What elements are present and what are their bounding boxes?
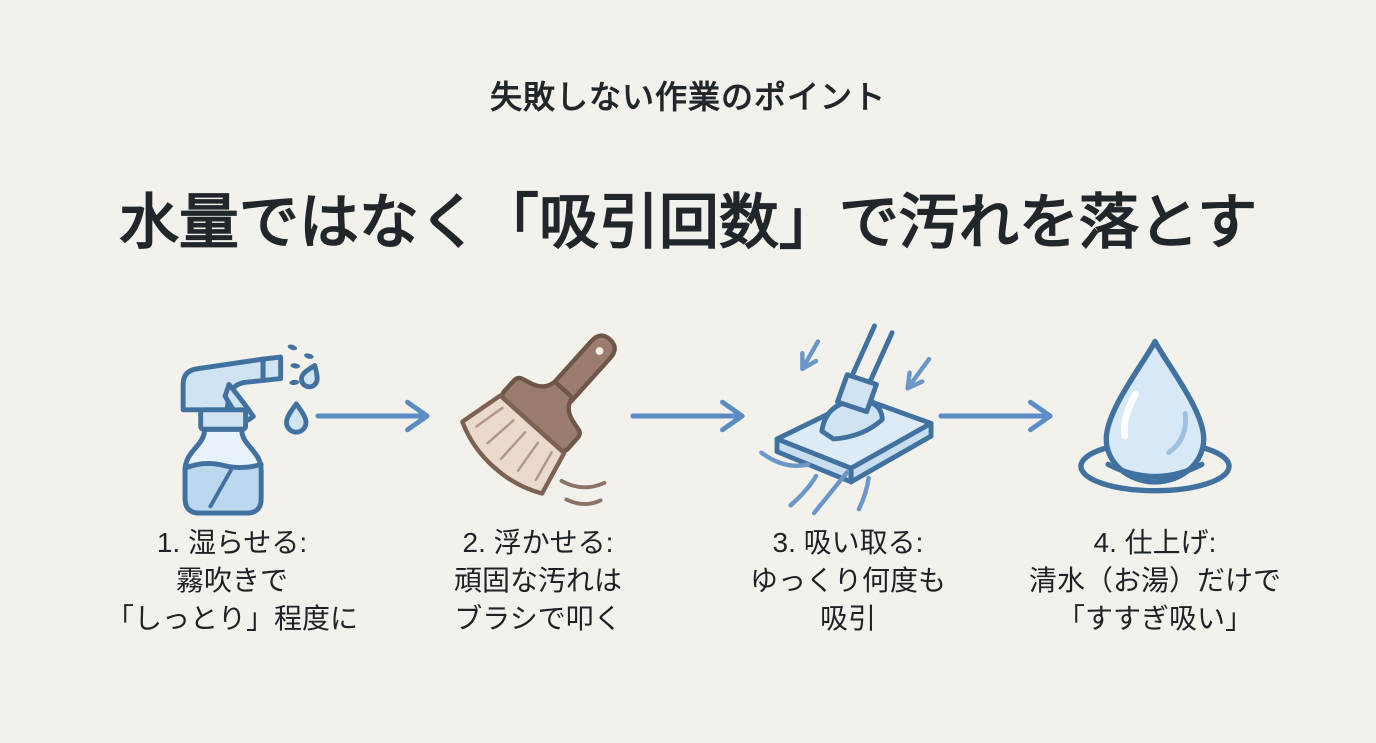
step-4-line-1: 4. 仕上げ: <box>1093 527 1217 558</box>
flow-arrow-icon <box>628 398 754 434</box>
flow-arrow-icon <box>313 398 439 434</box>
step-3-caption: 3. 吸い取る: ゆっくり何度も 吸引 <box>668 524 1028 638</box>
step-1-line-3: 「しっとり」程度に <box>105 603 358 634</box>
step-2-line-3: ブラシで叩く <box>454 603 622 634</box>
step-2-line-1: 2. 浮かせる: <box>462 527 614 558</box>
step-3-line-1: 3. 吸い取る: <box>772 527 924 558</box>
step-2-caption: 2. 浮かせる: 頑固な汚れは ブラシで叩く <box>358 524 718 638</box>
spray-bottle-icon <box>131 322 326 517</box>
water-drop-icon <box>1058 322 1253 517</box>
page-subtitle: 失敗しない作業のポイント <box>489 79 886 115</box>
page-title: 水量ではなく「吸引回数」で汚れを落とす <box>118 189 1258 256</box>
step-3-line-3: 吸引 <box>819 603 876 634</box>
step-2-line-2: 頑固な汚れは <box>453 565 622 596</box>
step-1-line-2: 霧吹きで <box>175 565 288 596</box>
step-4-line-3: 「すすぎ吸い」 <box>1056 603 1253 634</box>
step-1-caption: 1. 湿らせる: 霧吹きで 「しっとり」程度に <box>52 524 412 638</box>
step-3-line-2: ゆっくり何度も <box>749 565 946 596</box>
brush-icon <box>445 322 640 517</box>
step-1-line-1: 1. 湿らせる: <box>156 527 308 558</box>
flow-arrow-icon <box>936 398 1062 434</box>
vacuum-head-icon <box>758 322 953 517</box>
step-4-line-2: 清水（お湯）だけで <box>1028 565 1281 596</box>
step-4-caption: 4. 仕上げ: 清水（お湯）だけで 「すすぎ吸い」 <box>975 524 1335 638</box>
